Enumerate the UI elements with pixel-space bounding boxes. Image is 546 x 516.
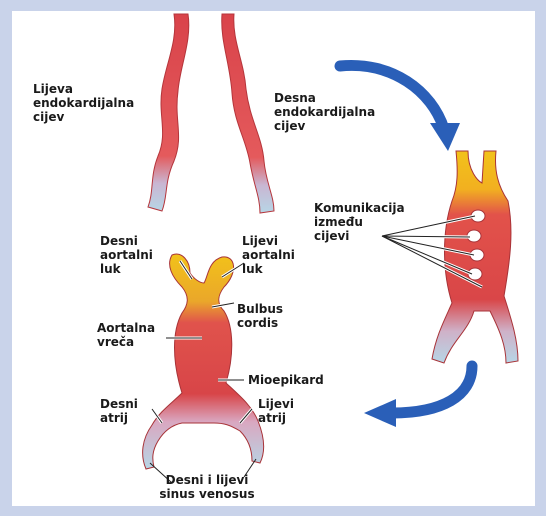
label-right-tube: Desna endokardijalna cijev <box>274 91 375 133</box>
label-sinus-venosus: Desni i lijevi sinus venosus <box>142 473 272 501</box>
right-endocardial-tube <box>222 14 274 213</box>
label-aortic-sac: Aortalna vreča <box>97 321 155 349</box>
label-communication: Komunikacija između cijevi <box>314 201 405 243</box>
arrow-bottom-icon <box>392 366 472 413</box>
label-right-aortic-arch: Desni aortalni luk <box>100 234 153 276</box>
label-left-atrium: Lijevi atrij <box>258 397 294 425</box>
heart-tube <box>143 254 264 469</box>
label-left-tube: Lijeva endokardijalna cijev <box>33 82 134 124</box>
label-bulbus-cordis: Bulbus cordis <box>237 302 283 330</box>
figure-panel: Lijeva endokardijalna cijev Desna endoka… <box>12 11 535 506</box>
label-right-atrium: Desni atrij <box>100 397 138 425</box>
label-myoepicardium: Mioepikard <box>248 373 324 387</box>
label-left-aortic-arch: Lijevi aortalni luk <box>242 234 295 276</box>
left-endocardial-tube <box>148 14 189 211</box>
